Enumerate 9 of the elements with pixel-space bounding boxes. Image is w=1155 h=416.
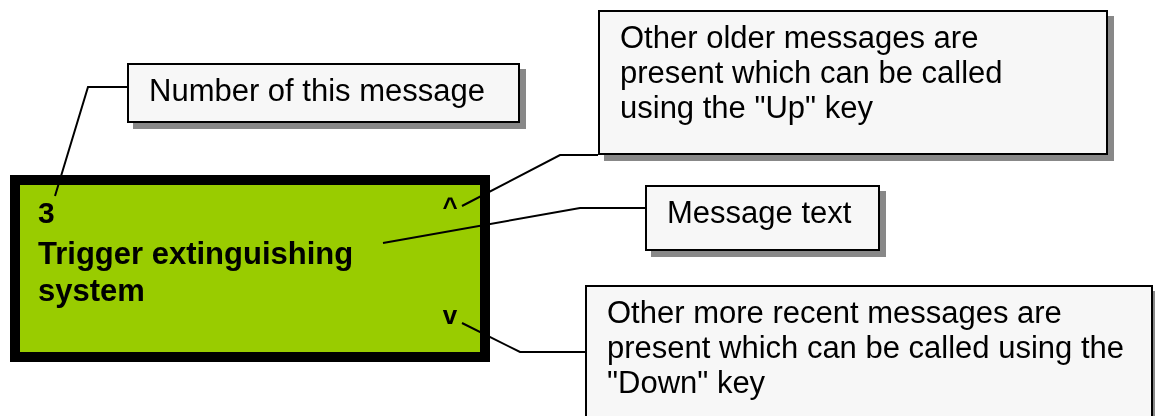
leader-line [461, 154, 599, 207]
display-text: ^ [438, 193, 462, 221]
callout-box: Other more recent messages are present which can be called using the "Down" key [585, 285, 1153, 416]
display-text: 3 [38, 198, 60, 228]
leader-line [461, 322, 586, 353]
display-text: Trigger extinguishing system [38, 235, 383, 311]
display-panel [10, 175, 490, 362]
leader-line [382, 207, 646, 244]
display-text: v [438, 301, 462, 329]
